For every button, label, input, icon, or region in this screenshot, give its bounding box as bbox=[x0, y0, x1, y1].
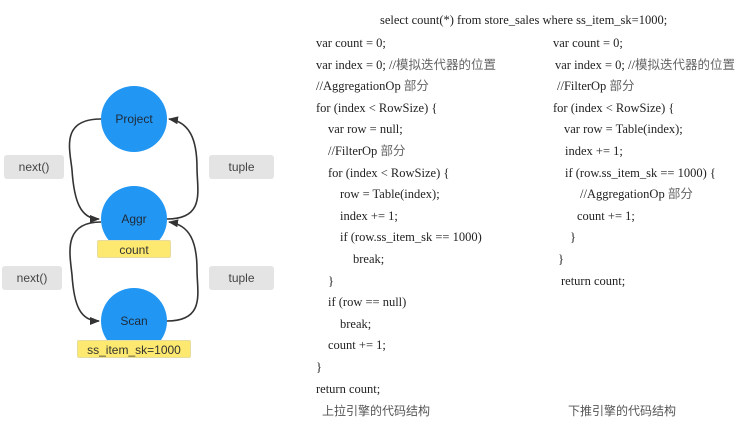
code-text: var count = 0; bbox=[553, 36, 623, 50]
node-project: Project bbox=[101, 86, 167, 152]
pull-code-line: //AggregationOp 部分 bbox=[316, 78, 429, 94]
project-node-label: Project bbox=[115, 112, 153, 126]
pull-code-line: break; bbox=[353, 251, 384, 267]
code-comment: 部分 bbox=[380, 144, 406, 158]
code-text: //FilterOp bbox=[557, 79, 610, 94]
aggr-tag-count: count bbox=[97, 240, 171, 258]
next-label-upper: next() bbox=[4, 155, 64, 179]
tuple-label-lower: tuple bbox=[209, 266, 274, 290]
code-text: var row = null; bbox=[328, 122, 403, 137]
push-code-line: var count = 0; bbox=[553, 35, 623, 51]
pull-code-line: count += 1; bbox=[328, 337, 386, 353]
code-comment: 模拟迭代器的位置 bbox=[395, 57, 496, 72]
pull-code-line: row = Table(index); bbox=[340, 186, 440, 202]
code-text: } bbox=[316, 360, 322, 374]
code-text: if (row == null) bbox=[328, 295, 407, 310]
project-node-circle bbox=[101, 86, 167, 152]
pull-code-line: //FilterOp 部分 bbox=[328, 143, 405, 159]
code-text: index += 1; bbox=[565, 144, 623, 158]
pull-code-line: } bbox=[316, 359, 322, 375]
pull-code-line: if (row.ss_item_sk == 1000) bbox=[340, 229, 482, 245]
pull-code-line: var index = 0; //模拟迭代器的位置 bbox=[316, 57, 496, 73]
code-text: for (index < RowSize) { bbox=[316, 100, 438, 115]
push-code-line: var row = Table(index); bbox=[564, 121, 683, 137]
code-text: index += 1; bbox=[340, 208, 398, 223]
aggr-node-circle bbox=[101, 186, 167, 252]
node-aggr: Aggr bbox=[101, 186, 167, 252]
pull-code-line: } bbox=[328, 273, 334, 289]
code-text: return count; bbox=[316, 381, 381, 396]
tuple-arrow-aggr-to-project bbox=[166, 116, 199, 220]
aggr-node-label: Aggr bbox=[121, 212, 146, 226]
code-comment: 部分 bbox=[667, 187, 693, 202]
code-text: var index = 0; // bbox=[316, 57, 396, 72]
node-scan: Scan bbox=[101, 288, 167, 354]
pull-code-line: var row = null; bbox=[328, 121, 403, 137]
push-code-line: } bbox=[570, 229, 576, 245]
pull-code-line: if (row == null) bbox=[328, 294, 406, 310]
pull-code-line: for (index < RowSize) { bbox=[328, 165, 449, 181]
push-code-line: //FilterOp 部分 bbox=[557, 78, 634, 94]
code-text: if (row.ss_item_sk == 1000) bbox=[340, 230, 482, 245]
code-text: var row = Table(index); bbox=[564, 122, 683, 137]
push-code-line: } bbox=[558, 251, 564, 267]
code-text: row = Table(index); bbox=[340, 187, 440, 202]
push-engine-caption: 下推引擎的代码结构 bbox=[568, 404, 677, 418]
operator-tree-diagram: Project Aggr Scan bbox=[68, 86, 199, 354]
code-text: //FilterOp bbox=[328, 144, 381, 158]
code-text: //AggregationOp bbox=[580, 187, 668, 202]
next-arrow-project-to-aggr bbox=[68, 118, 102, 223]
push-code-line: //AggregationOp 部分 bbox=[580, 186, 693, 202]
push-code-line: count += 1; bbox=[577, 208, 635, 224]
code-comment: 部分 bbox=[609, 79, 635, 94]
next-label-lower: next() bbox=[2, 266, 62, 290]
scan-tag-predicate: ss_item_sk=1000 bbox=[77, 340, 191, 358]
sql-query-title: select count(*) from store_sales where s… bbox=[380, 13, 668, 27]
next-arrow-aggr-to-scan bbox=[69, 221, 102, 325]
pull-code-line: index += 1; bbox=[340, 208, 398, 224]
pull-code-line: var count = 0; bbox=[316, 35, 386, 51]
pull-code-line: for (index < RowSize) { bbox=[316, 100, 437, 116]
pull-code-line: return count; bbox=[316, 381, 380, 397]
code-text: return count; bbox=[561, 273, 626, 288]
code-comment: 部分 bbox=[403, 79, 429, 94]
code-text: var index = 0; // bbox=[555, 57, 635, 72]
code-comment: 模拟迭代器的位置 bbox=[634, 57, 735, 72]
code-text: for (index < RowSize) { bbox=[553, 100, 675, 115]
code-text: count += 1; bbox=[577, 208, 635, 223]
code-text: if (row.ss_item_sk == 1000) { bbox=[565, 165, 716, 180]
pull-code-line: break; bbox=[340, 316, 371, 332]
code-text: } bbox=[328, 273, 334, 288]
code-text: } bbox=[558, 252, 564, 266]
push-code-line: return count; bbox=[561, 273, 625, 289]
code-text: } bbox=[570, 230, 576, 245]
code-text: var count = 0; bbox=[316, 36, 386, 50]
push-code-line: if (row.ss_item_sk == 1000) { bbox=[565, 165, 716, 181]
code-text: count += 1; bbox=[328, 338, 386, 353]
tuple-arrow-scan-to-aggr bbox=[166, 219, 199, 322]
tuple-label-upper: tuple bbox=[209, 155, 274, 179]
scan-node-label: Scan bbox=[120, 314, 147, 328]
code-text: //AggregationOp bbox=[316, 79, 404, 94]
scan-node-circle bbox=[101, 288, 167, 354]
push-code-line: var index = 0; //模拟迭代器的位置 bbox=[555, 57, 735, 73]
code-text: for (index < RowSize) { bbox=[328, 165, 450, 180]
push-code-line: index += 1; bbox=[565, 143, 623, 159]
pull-engine-caption: 上拉引擎的代码结构 bbox=[322, 404, 431, 418]
code-text: break; bbox=[340, 316, 372, 331]
push-code-line: for (index < RowSize) { bbox=[553, 100, 674, 116]
code-text: break; bbox=[353, 252, 385, 266]
